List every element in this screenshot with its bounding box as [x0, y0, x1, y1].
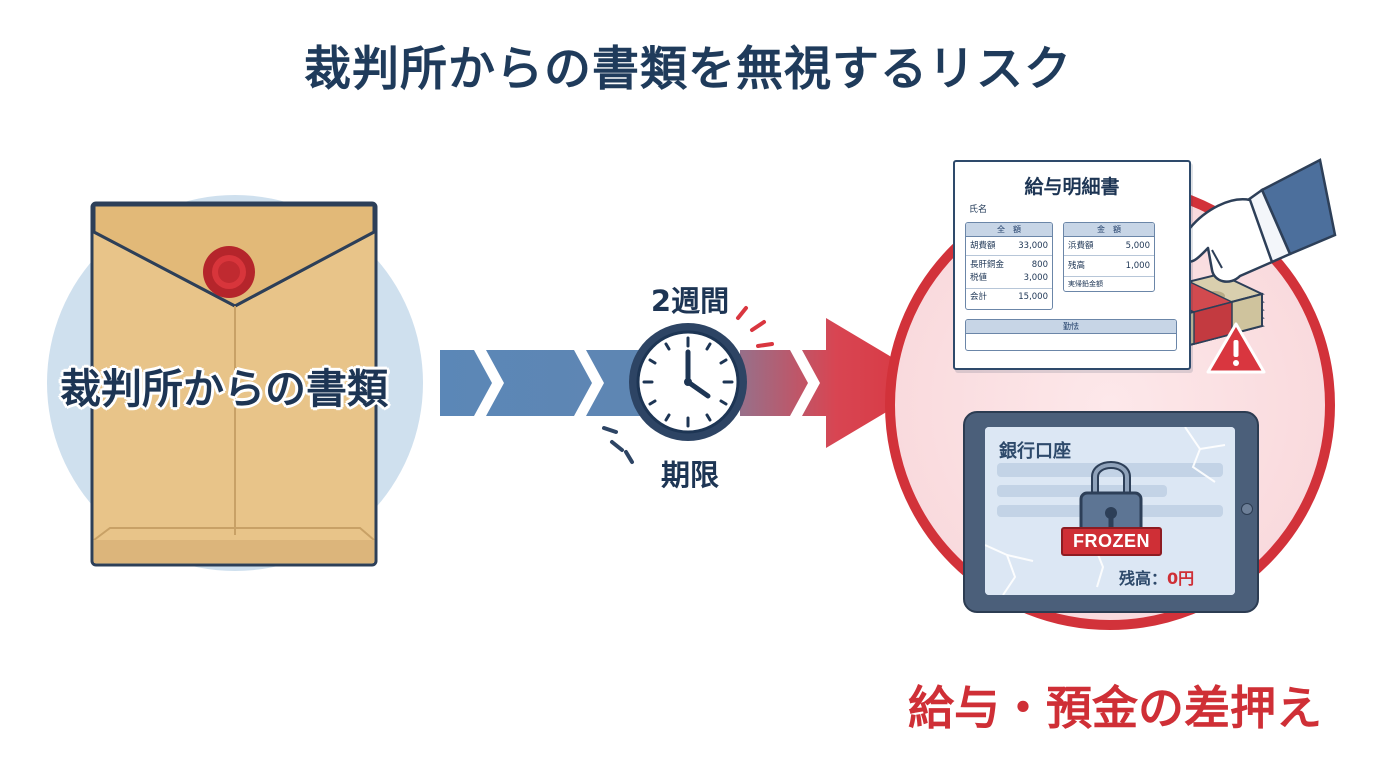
table-row: 残高 1,000: [1064, 256, 1154, 277]
placeholder-bar: [1135, 505, 1223, 517]
payslip-right-table: 金 額 浜費額 5,000 残高 1,000 実帰鉛金額: [1063, 222, 1155, 292]
row-value: 1,000: [1125, 261, 1150, 271]
table-row: 胡費額 33,000: [966, 237, 1052, 256]
document-label: 裁判所からの書類: [60, 365, 388, 413]
row-value: 5,000: [1125, 241, 1150, 251]
row-label: 胡費額: [970, 241, 996, 251]
table-row: 実帰鉛金額: [1064, 277, 1154, 291]
payslip-attendance-table: 勤怯: [965, 319, 1177, 351]
payslip-left-header: 全 額: [966, 223, 1052, 237]
row-label: 会計: [970, 292, 988, 302]
row-value: 800 3,000: [1023, 260, 1048, 283]
payslip-right-header: 金 額: [1064, 223, 1154, 237]
period-label: 2週間: [650, 284, 730, 318]
balance-value: 0円: [1167, 569, 1195, 588]
warning-icon: [1206, 322, 1266, 374]
tablet-device: 銀行口座 FROZEN 残高：0円: [963, 411, 1259, 613]
page-title: 裁判所からの書類を無視するリスク: [304, 42, 1072, 97]
bank-account-label: 銀行口座: [999, 441, 1071, 462]
frozen-status-badge: FROZEN: [1061, 527, 1162, 556]
table-row: 会計 15,000: [966, 289, 1052, 306]
frozen-screen-graphics: [985, 427, 1235, 595]
row-label: 実帰鉛金額: [1068, 280, 1103, 288]
row-label: 残高: [1068, 261, 1086, 271]
row-label: 浜費額: [1068, 241, 1094, 251]
balance-readout: 残高：0円: [1119, 565, 1194, 589]
timeline-arrow: [440, 318, 935, 448]
payslip-title: 給与明細書: [1024, 176, 1120, 198]
row-label: 長肝銅金 税値: [970, 260, 1005, 283]
urgency-lines-bottom: [602, 426, 634, 464]
placeholder-bar: [997, 463, 1223, 477]
deadline-label: 期限: [660, 458, 719, 492]
payslip-document: 給与明細書 氏名 全 額 胡費額 33,000 長肝銅金 税値 800 3,00…: [953, 160, 1191, 370]
row-value: 15,000: [1018, 292, 1048, 302]
consequence-label: 給与・預金の差押え: [908, 681, 1322, 735]
balance-label: 残高：: [1119, 569, 1168, 588]
row-value: 33,000: [1018, 241, 1048, 251]
payslip-name-label: 氏名: [969, 205, 988, 215]
table-row: 浜費額 5,000: [1064, 237, 1154, 256]
payslip-bottom-header: 勤怯: [966, 320, 1176, 334]
clock-icon: [629, 323, 747, 441]
seizing-hand-icon: [1178, 158, 1337, 283]
wax-seal-icon: [203, 246, 255, 298]
urgency-lines-top: [736, 306, 774, 348]
court-envelope-icon: [90, 201, 378, 567]
tablet-screen: 銀行口座 FROZEN 残高：0円: [985, 427, 1235, 595]
table-row: 長肝銅金 税値 800 3,000: [966, 256, 1052, 289]
payslip-left-table: 全 額 胡費額 33,000 長肝銅金 税値 800 3,000 会計 15,0…: [965, 222, 1053, 310]
home-button: [1241, 503, 1253, 515]
